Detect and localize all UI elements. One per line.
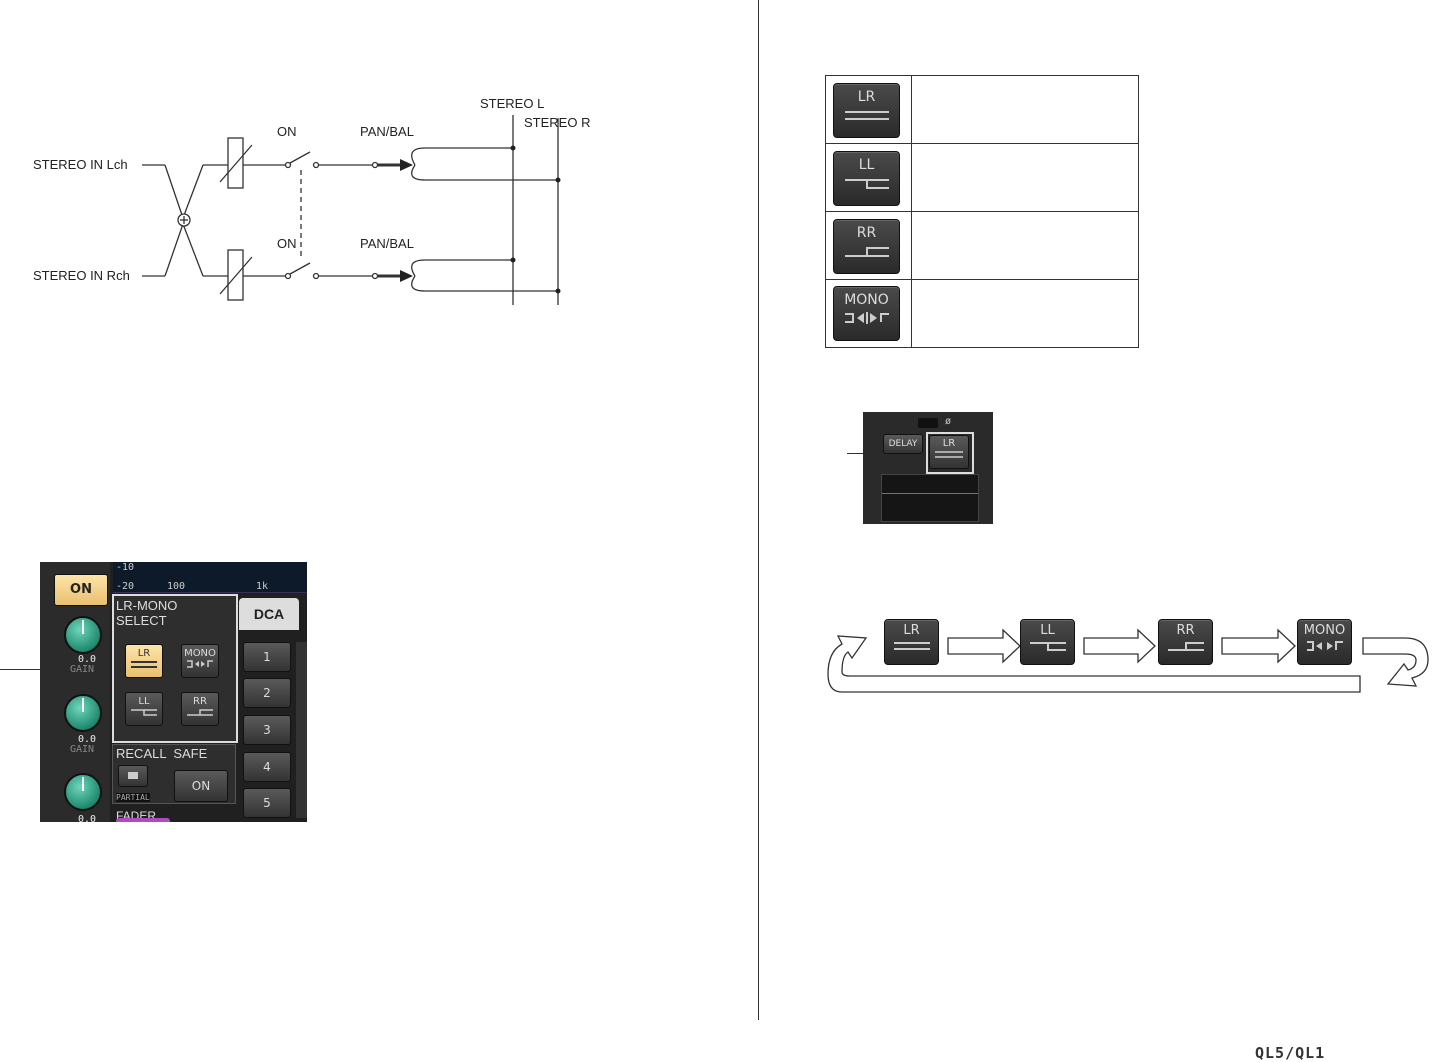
mono-merge-icon: [844, 312, 889, 324]
freq-100-label: 100: [167, 581, 186, 592]
model-logo: QL5/QL1: [1255, 1044, 1326, 1062]
ll-lines-icon: [1029, 642, 1066, 651]
gain-knob-3[interactable]: [64, 773, 102, 811]
rr-lines-icon: [1167, 642, 1204, 651]
window-icon: [128, 772, 138, 779]
rr-select-button[interactable]: RR: [181, 692, 219, 726]
mode-row-ll: LL: [825, 143, 1139, 212]
partial-label: PARTIAL: [116, 793, 150, 802]
page-divider: [758, 0, 759, 1020]
cycle-ll-icon: LL: [1020, 619, 1075, 665]
lr-select-label: LR: [137, 648, 151, 659]
rr-lines-icon: [844, 247, 889, 257]
mode-desc-mono: [911, 279, 1139, 348]
lr-mode-icon: LR: [833, 83, 900, 138]
rr-select-label: RR: [193, 696, 207, 707]
mini-lr-button[interactable]: LR: [929, 435, 969, 469]
mode-desc-ll: [911, 143, 1139, 212]
gain-label-1: GAIN: [70, 664, 95, 675]
mono-select-label: MONO: [184, 648, 216, 659]
eq-graph: [113, 562, 307, 593]
dca-button-2[interactable]: 2: [243, 678, 291, 708]
mode-row-rr: RR: [825, 211, 1139, 280]
rr-lines-icon: [187, 709, 213, 716]
mono-merge-icon: [1306, 641, 1343, 651]
select-title-1: LR-MONO: [116, 598, 178, 613]
ll-select-label: LL: [138, 696, 150, 707]
scale-mid-label: -20: [116, 581, 135, 592]
mode-desc-rr: [911, 211, 1139, 280]
mono-merge-icon: [187, 660, 213, 668]
cycle-rr-icon: RR: [1158, 619, 1213, 665]
recall-safe-on-button[interactable]: ON: [174, 770, 228, 802]
mode-row-mono: MONO: [825, 279, 1139, 348]
dca-tab[interactable]: DCA: [239, 598, 299, 630]
cycle-arrows: [827, 628, 1429, 693]
gain-label-2: GAIN: [70, 744, 95, 755]
gain-knob-2[interactable]: [64, 694, 102, 732]
on-button[interactable]: ON: [54, 574, 108, 606]
stereo-l-label: STEREO L: [480, 96, 545, 111]
lr-highlight: [926, 432, 974, 474]
gain-value-1: 0.0: [78, 654, 97, 665]
mode-table: LR LL RR MONO: [825, 75, 1139, 348]
lr-lines-icon: [935, 451, 963, 458]
delay-button[interactable]: DELAY: [883, 434, 923, 454]
recall-safe-label: RECALL SAFE: [116, 746, 208, 761]
console-screenshot: -10 -20 100 1k ON 0.0 GAIN 0.0 GAIN 0.0 …: [40, 562, 307, 822]
mode-desc-lr: [911, 75, 1139, 144]
select-title-2: SELECT: [116, 613, 167, 628]
mode-row-lr: LR: [825, 75, 1139, 144]
dca-button-1[interactable]: 1: [243, 642, 291, 672]
phase-label: ø: [945, 416, 952, 427]
dca-edge: [296, 642, 307, 818]
dca-button-5[interactable]: 5: [243, 788, 291, 818]
ll-mode-icon: LL: [833, 151, 900, 206]
ll-select-button[interactable]: LL: [125, 692, 163, 726]
stereo-in-r-label: STEREO IN Rch: [33, 268, 130, 283]
stereo-in-l-label: STEREO IN Lch: [33, 157, 128, 172]
mini-screenshot: ø DELAY LR: [863, 412, 993, 524]
on-bottom-label: ON: [277, 236, 297, 251]
signal-flow-diagram: [142, 115, 561, 305]
indicator-icon: [918, 418, 938, 428]
mini-graph: [881, 474, 979, 522]
cycle-mono-icon: MONO: [1297, 619, 1352, 665]
on-top-label: ON: [277, 124, 297, 139]
lr-lines-icon: [844, 111, 889, 120]
ll-lines-icon: [844, 179, 889, 189]
lr-select-button[interactable]: LR: [125, 644, 163, 678]
mono-mode-icon: MONO: [833, 286, 900, 341]
cycle-lr-icon: LR: [884, 619, 939, 665]
rr-mode-icon: RR: [833, 219, 900, 274]
freq-1k-label: 1k: [256, 581, 269, 592]
ll-lines-icon: [131, 709, 157, 716]
mono-select-button[interactable]: MONO: [181, 644, 219, 678]
scale-top-label: -10: [116, 562, 135, 573]
fader-badge: [116, 818, 170, 822]
dca-button-4[interactable]: 4: [243, 752, 291, 782]
pan-bal-bottom-label: PAN/BAL: [360, 236, 414, 251]
lr-lines-icon: [131, 661, 157, 668]
stereo-r-label: STEREO R: [524, 115, 591, 130]
recall-safe-window-button[interactable]: [118, 765, 148, 787]
gain-knob-1[interactable]: [64, 616, 102, 654]
dca-button-3[interactable]: 3: [243, 715, 291, 745]
pan-bal-top-label: PAN/BAL: [360, 124, 414, 139]
mini-lr-label: LR: [942, 438, 956, 449]
lr-lines-icon: [893, 642, 930, 650]
gain-value-3: 0.0: [78, 814, 97, 822]
gain-value-2: 0.0: [78, 734, 97, 745]
